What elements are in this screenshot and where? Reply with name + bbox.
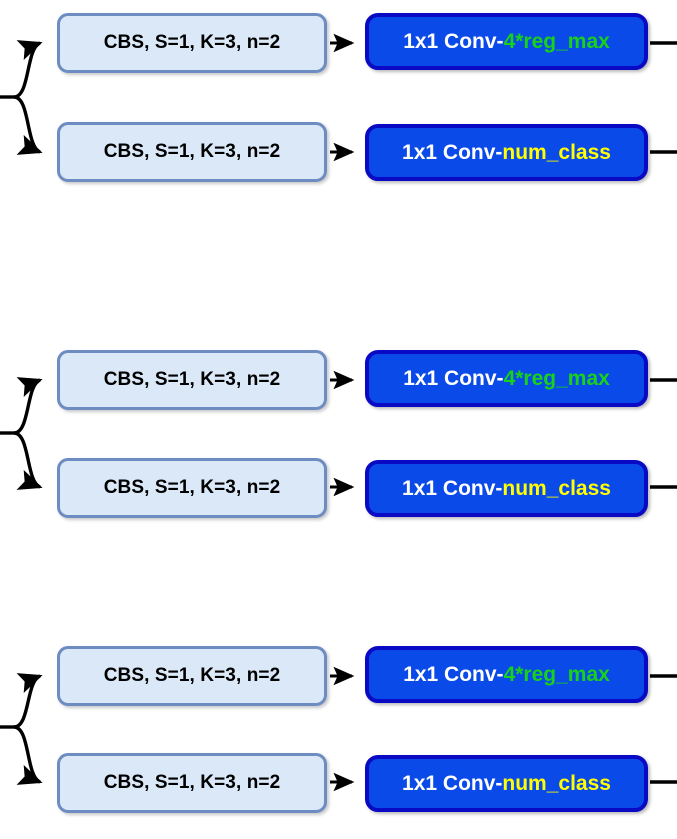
cbs-label: CBS, S=1, K=3, n=2 xyxy=(103,369,281,390)
conv-block-group1-cls[interactable]: 1x1 Conv-num_class xyxy=(365,124,648,181)
fork-connector-group-1 xyxy=(0,40,43,155)
conv-reg-suffix-label: 4*reg_max xyxy=(503,367,610,390)
conv-prefix-label: 1x1 Conv- xyxy=(403,30,504,53)
conv-cls-suffix-label: num_class xyxy=(502,141,611,164)
conv-output-line-group-3 xyxy=(650,674,677,784)
conv-block-group3-reg[interactable]: 1x1 Conv-4*reg_max xyxy=(365,646,648,703)
conv-prefix-label: 1x1 Conv- xyxy=(403,367,504,390)
cbs-label: CBS, S=1, K=3, n=2 xyxy=(103,141,281,162)
cbs-block-group1-reg[interactable]: CBS, S=1, K=3, n=2 xyxy=(57,13,327,73)
cbs-label: CBS, S=1, K=3, n=2 xyxy=(103,665,281,686)
conv-block-group3-cls[interactable]: 1x1 Conv-num_class xyxy=(365,755,648,812)
conv-output-line-group-1 xyxy=(650,41,677,154)
fork-connector-group-2 xyxy=(0,377,43,490)
conv-prefix-label: 1x1 Conv- xyxy=(402,772,503,795)
cbs-block-group3-reg[interactable]: CBS, S=1, K=3, n=2 xyxy=(57,646,327,706)
conv-cls-suffix-label: num_class xyxy=(502,772,611,795)
cbs-label: CBS, S=1, K=3, n=2 xyxy=(103,772,281,793)
conv-prefix-label: 1x1 Conv- xyxy=(402,477,503,500)
conv-block-group2-reg[interactable]: 1x1 Conv-4*reg_max xyxy=(365,350,648,407)
cbs-to-conv-arrow-group-1 xyxy=(330,33,355,162)
conv-output-line-group-2 xyxy=(650,378,677,489)
conv-reg-suffix-label: 4*reg_max xyxy=(503,30,610,53)
conv-block-group1-reg[interactable]: 1x1 Conv-4*reg_max xyxy=(365,13,648,70)
conv-cls-suffix-label: num_class xyxy=(502,477,611,500)
cbs-block-group2-reg[interactable]: CBS, S=1, K=3, n=2 xyxy=(57,350,327,410)
cbs-block-group3-cls[interactable]: CBS, S=1, K=3, n=2 xyxy=(57,753,327,813)
cbs-label: CBS, S=1, K=3, n=2 xyxy=(103,477,281,498)
fork-connector-group-3 xyxy=(0,673,43,785)
conv-block-group2-cls[interactable]: 1x1 Conv-num_class xyxy=(365,460,648,517)
conv-reg-suffix-label: 4*reg_max xyxy=(503,663,610,686)
cbs-block-group2-cls[interactable]: CBS, S=1, K=3, n=2 xyxy=(57,458,327,518)
cbs-label: CBS, S=1, K=3, n=2 xyxy=(103,32,281,53)
cbs-to-conv-arrow-group-2 xyxy=(330,370,355,497)
conv-prefix-label: 1x1 Conv- xyxy=(403,663,504,686)
conv-prefix-label: 1x1 Conv- xyxy=(402,141,503,164)
cbs-block-group1-cls[interactable]: CBS, S=1, K=3, n=2 xyxy=(57,122,327,182)
cbs-to-conv-arrow-group-3 xyxy=(330,666,355,792)
